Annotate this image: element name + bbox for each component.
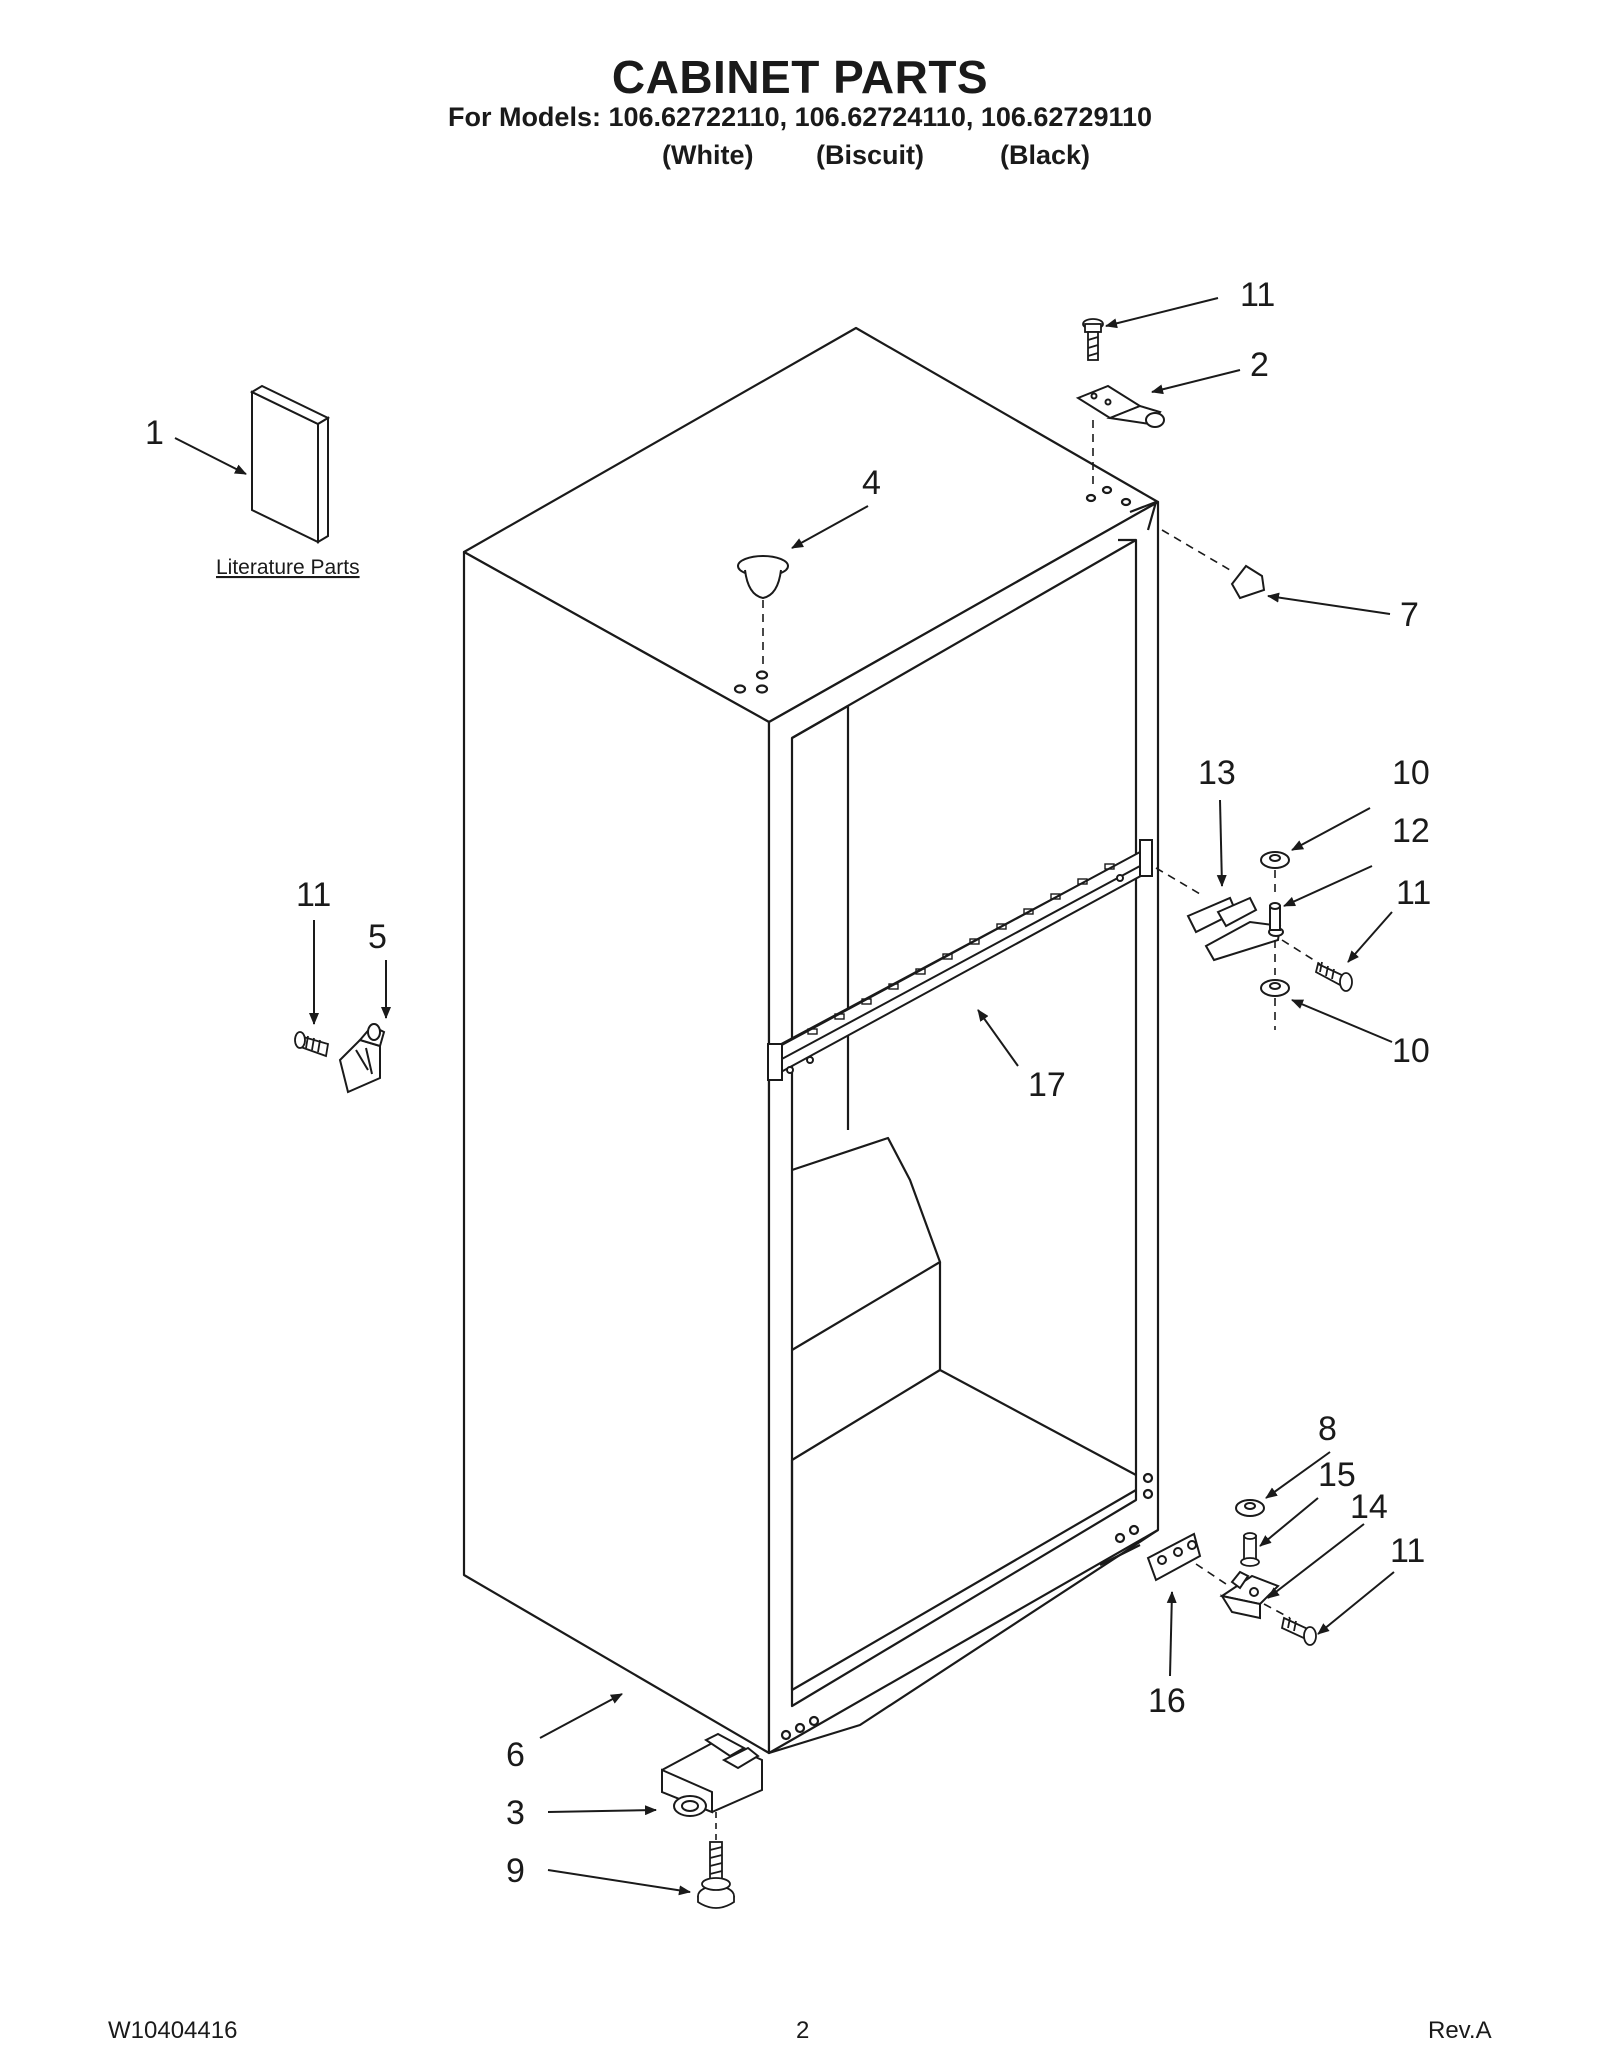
rail-slots	[807, 863, 1115, 1035]
color-black: (Black)	[1000, 140, 1091, 170]
callout-16: 16	[1148, 1682, 1186, 1720]
page-number: 2	[796, 2017, 810, 2044]
callout-11-center: 11	[1396, 874, 1431, 912]
literature-parts-label: Literature Parts	[216, 556, 360, 579]
callout-17: 17	[1028, 1066, 1066, 1104]
callout-numbers: 1 11 2 4 7 13 10 12 11 10 17 11 5 8 15 1…	[145, 276, 1431, 1890]
callout-9: 9	[506, 1852, 525, 1890]
top-hinge-screw	[1082, 318, 1104, 361]
roller-assembly	[661, 1732, 763, 1840]
leader-arrows	[174, 297, 1395, 1896]
callout-8: 8	[1318, 1410, 1337, 1448]
callout-3: 3	[506, 1794, 525, 1832]
callout-6: 6	[506, 1736, 525, 1774]
divider-rail	[767, 839, 1153, 1081]
callout-5: 5	[368, 918, 387, 956]
cabinet	[462, 326, 1160, 1755]
bottom-hinge-screw	[1280, 1616, 1317, 1646]
callout-11-left: 11	[296, 876, 331, 914]
center-hinge-screw	[1314, 961, 1353, 992]
callout-13: 13	[1198, 754, 1236, 792]
leveling-leg	[697, 1841, 735, 1909]
hole-plug	[737, 555, 789, 665]
callout-15: 15	[1318, 1456, 1356, 1494]
callout-11-bottom: 11	[1390, 1532, 1425, 1570]
washer-upper	[1260, 851, 1290, 869]
callout-14: 14	[1350, 1488, 1388, 1526]
color-white: (White)	[662, 140, 754, 170]
washer-lower	[1260, 979, 1290, 997]
callout-12: 12	[1392, 812, 1430, 850]
page-title: CABINET PARTS	[611, 51, 989, 103]
models-line: For Models: 106.62722110, 106.62724110, …	[447, 102, 1153, 132]
revision: Rev.A	[1428, 2017, 1492, 2044]
literature-book	[249, 384, 331, 544]
doc-number: W10404416	[108, 2017, 238, 2044]
callout-7: 7	[1400, 596, 1419, 634]
callout-1: 1	[145, 414, 164, 452]
color-biscuit: (Biscuit)	[816, 140, 924, 170]
bottom-washer	[1235, 1499, 1265, 1517]
callout-2: 2	[1250, 346, 1269, 384]
center-hinge	[1155, 867, 1321, 1030]
callout-10-lower: 10	[1392, 1032, 1430, 1070]
bottom-hinge	[1219, 1570, 1291, 1620]
hinge-pin	[1240, 1532, 1260, 1567]
hinge-cover	[1161, 529, 1266, 600]
callout-11-top: 11	[1240, 276, 1275, 314]
callout-4: 4	[862, 464, 881, 502]
bottom-hinge-shim	[1146, 1532, 1227, 1585]
callout-10-upper: 10	[1392, 754, 1430, 792]
left-hinge-screw	[294, 1031, 330, 1058]
top-hinge	[1075, 384, 1165, 490]
left-hinge-part	[338, 1023, 386, 1094]
